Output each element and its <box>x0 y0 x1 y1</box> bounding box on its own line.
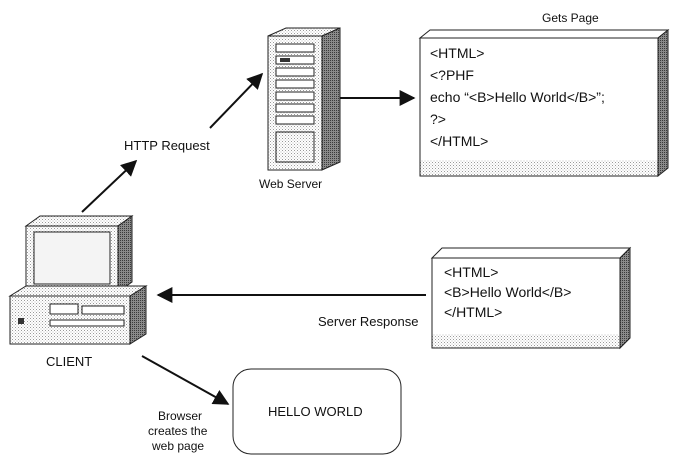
arrow-request-to-server <box>209 72 264 129</box>
server-page-box <box>418 28 670 178</box>
gets-page-label: Gets Page <box>542 11 599 25</box>
web-server-label: Web Server <box>259 177 323 191</box>
browser-creates-label-line1: Browser <box>158 409 203 423</box>
page-code-line: ?> <box>430 111 446 127</box>
arrow-client-to-request <box>81 159 138 213</box>
browser-creates-label-line2: creates the <box>148 424 208 438</box>
client-label: CLIENT <box>46 354 93 369</box>
arrow-client-to-browser <box>141 355 230 405</box>
browser-creates-label-line3: web page <box>152 439 205 453</box>
http-request-label: HTTP Request <box>124 138 210 153</box>
page-code-line: <?PHF <box>430 67 474 83</box>
response-code-line: </HTML> <box>444 304 503 320</box>
response-code-line: <HTML> <box>444 264 499 280</box>
hello-world-output: HELLO WORLD <box>268 404 363 419</box>
page-code-line: <HTML> <box>430 45 485 61</box>
web-server-icon <box>267 27 341 171</box>
page-code-line: echo “<B>Hello World</B>”; <box>430 89 605 105</box>
browser-output-box <box>232 368 402 455</box>
server-response-box <box>430 246 632 350</box>
server-response-label: Server Response <box>318 314 419 329</box>
page-code-line: </HTML> <box>430 133 489 149</box>
client-computer-icon <box>8 215 148 345</box>
response-code-line: <B>Hello World</B> <box>444 284 572 300</box>
